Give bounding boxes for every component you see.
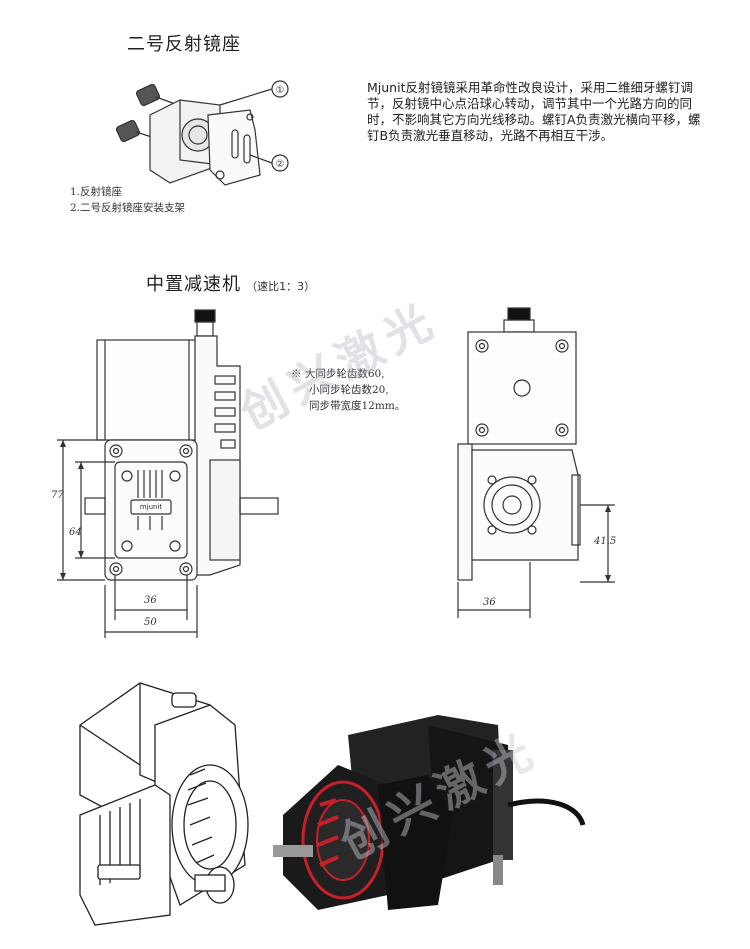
note-line-3: 同步带宽度12mm。	[309, 400, 406, 412]
mirror-legend: 1.反射镜座 2.二号反射镜座安装支架	[70, 184, 185, 216]
note-line-2: 小同步轮齿数20,	[309, 384, 389, 396]
gearbox-side-view	[457, 307, 615, 618]
dim-50: 50	[144, 617, 157, 628]
legend-item-1: 1.反射镜座	[70, 186, 123, 198]
gear-notes: ※ 大同步轮齿数60, 小同步轮齿数20, 同步带宽度12mm。	[291, 366, 405, 414]
gear-ratio: （速比1：3）	[246, 280, 316, 293]
dim-77: 77	[51, 490, 64, 501]
gearbox-front-view: mjunit	[57, 309, 279, 638]
callout-2: ②	[276, 159, 285, 170]
dim-64: 64	[69, 527, 82, 538]
dim-36-left: 36	[144, 595, 157, 606]
gearbox-isometric-drawing	[79, 682, 249, 926]
note-line-1: ※ 大同步轮齿数60,	[291, 368, 385, 380]
dim-41-5: 41.5	[594, 536, 617, 547]
mirror-description: Mjunit反射镜镜采用革命性改良设计，采用二维细牙螺钉调节，反射镜中心点沿球心…	[367, 80, 701, 143]
mirror-mount-drawing: ① ②	[115, 80, 289, 186]
section1-title: 二号反射镜座	[127, 34, 241, 55]
section2-title: 中置减速机	[146, 274, 241, 295]
callout-1: ①	[276, 85, 285, 96]
section2-header: 中置减速机 （速比1：3）	[146, 270, 315, 296]
brand-label: mjunit	[140, 503, 163, 511]
gearbox-product-photo	[273, 715, 586, 910]
dim-36-right: 36	[483, 597, 496, 608]
legend-item-2: 2.二号反射镜座安装支架	[70, 202, 186, 214]
